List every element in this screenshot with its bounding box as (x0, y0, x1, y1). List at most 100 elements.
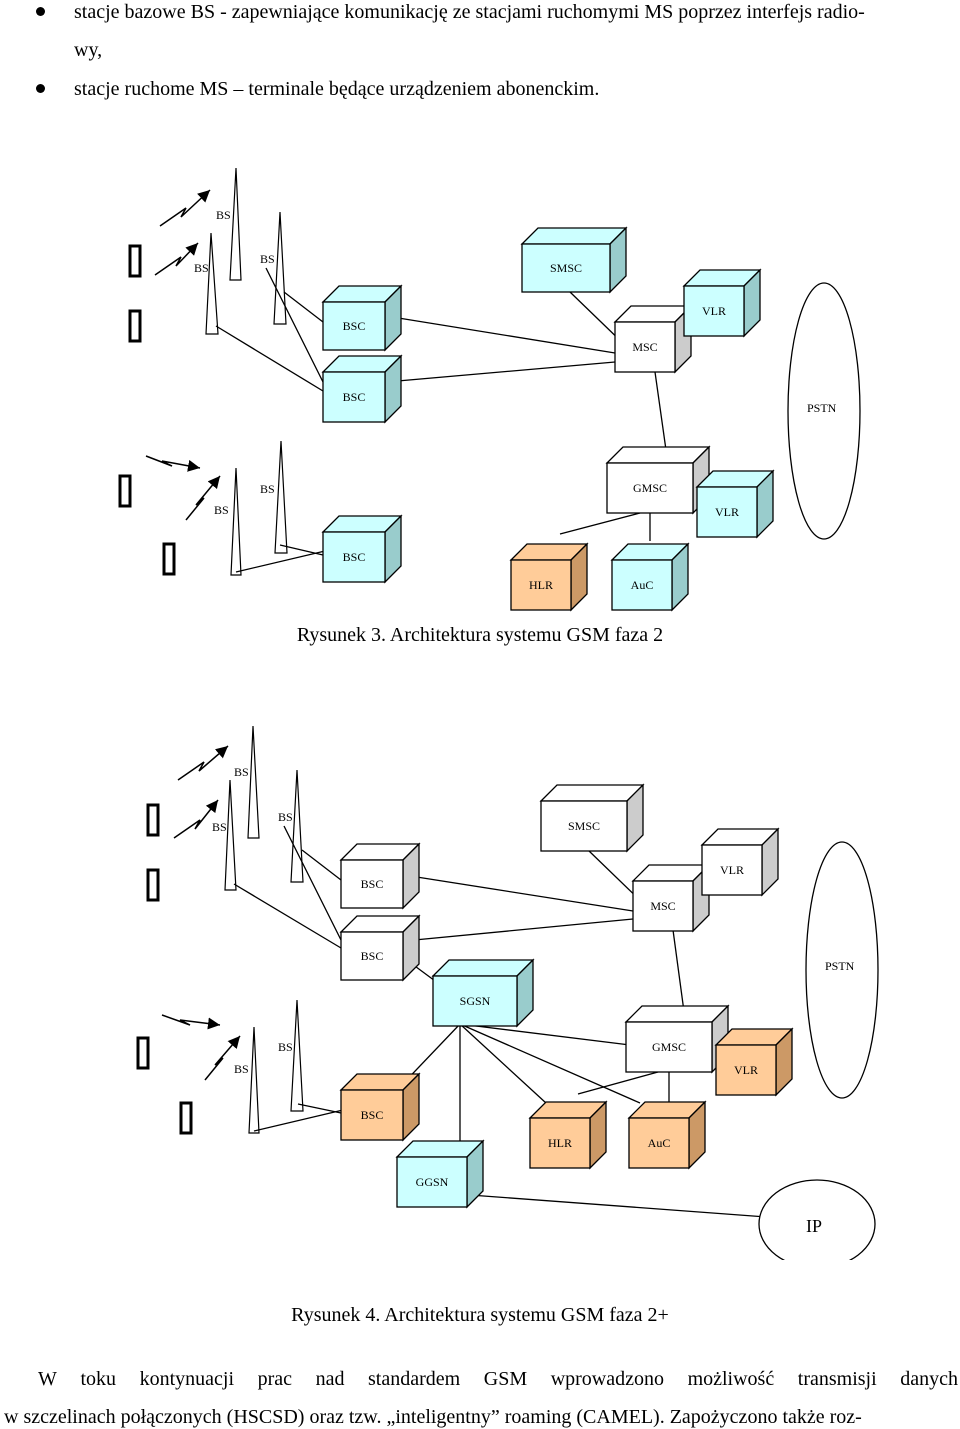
smsc-node: SMSC (539, 783, 645, 853)
body-paragraph: W toku kontynuacji prac nad standardem G… (4, 1367, 958, 1429)
gmsc-node: GMSC (605, 445, 711, 515)
connections (233, 825, 781, 1219)
ip-label: IP (806, 1216, 822, 1236)
msc-front-face (632, 880, 694, 932)
vlr-node: VLR (714, 1027, 794, 1097)
bsc-front-face (340, 859, 404, 909)
vlr-label: VLR (720, 863, 744, 877)
bs-label: BS (260, 482, 275, 496)
base-station-tower (224, 725, 304, 1134)
gmsc-front-face (625, 1021, 713, 1073)
smsc-node: SMSC (520, 226, 628, 294)
smsc-top-face (539, 784, 645, 802)
bs-label: BS (260, 252, 275, 266)
auc-node: AuC (627, 1100, 707, 1170)
vlr-front-face (715, 1044, 777, 1096)
ggsn-front-face (396, 1156, 468, 1208)
gmsc-top-face (624, 1005, 730, 1023)
bs-label: BS (234, 765, 249, 779)
msc-node: MSC (631, 863, 711, 933)
auc-label: AuC (631, 578, 654, 592)
connections (215, 267, 667, 573)
vlr-front-face (696, 486, 758, 538)
word: danych (900, 1368, 958, 1390)
bs-label: BS (194, 261, 209, 275)
smsc-label: SMSC (550, 261, 582, 275)
bullet-dot (36, 84, 45, 93)
auc-front-face (628, 1117, 690, 1169)
word: prac (257, 1368, 292, 1390)
word: toku (80, 1368, 117, 1390)
figure-3-caption: Rysunek 3. Architektura systemu GSM faza… (296, 624, 664, 646)
auc-label: AuC (648, 1136, 671, 1150)
bullet-text-continued: wy, (74, 39, 103, 61)
gmsc-label: GMSC (633, 481, 667, 495)
msc-node: MSC (613, 304, 693, 374)
paragraph-line-2: w szczelinach połączonych (HSCSD) oraz t… (4, 1406, 862, 1428)
sgsn-front-face (432, 975, 518, 1027)
vlr-label: VLR (702, 304, 726, 318)
gsm-phase2plus-diagram: BS BS BS BS BS PSTN IP SMSCBSCMSCVLRBSCS… (136, 725, 879, 1260)
figure-4-caption: Rysunek 4. Architektura systemu GSM faza… (291, 1304, 669, 1326)
pstn-network (787, 282, 861, 540)
gmsc-front-face (606, 462, 694, 514)
bsc-node: BSC (321, 354, 403, 424)
pstn-network (805, 841, 879, 1099)
bsc-label: BSC (361, 1108, 384, 1122)
hlr-front-face (529, 1117, 591, 1169)
bullet-dot (36, 7, 45, 16)
vlr-label: VLR (734, 1063, 758, 1077)
pstn-label: PSTN (807, 401, 837, 415)
bullet-text: stacje bazowe BS - zapewniające komunika… (74, 1, 865, 23)
vlr-front-face (701, 844, 763, 896)
radio-link (145, 189, 221, 521)
vlr-front-face (683, 285, 745, 337)
word: nad (315, 1368, 345, 1390)
bs-label: BS (216, 208, 231, 222)
bsc-node: BSC (339, 914, 421, 982)
msc-label: MSC (632, 340, 657, 354)
word: możliwość (687, 1368, 775, 1390)
hlr-node: HLR (528, 1100, 608, 1170)
smsc-top-face (520, 227, 628, 245)
ggsn-node: GGSN (395, 1139, 485, 1209)
smsc-front-face (540, 800, 628, 852)
word: transmisji (797, 1368, 877, 1390)
paragraph-line-1: W toku kontynuacji prac nad standardem G… (4, 1367, 958, 1391)
bsc-node: BSC (321, 514, 403, 584)
mobile-station (162, 542, 176, 576)
ip-network (758, 1179, 876, 1260)
bsc-label: BSC (343, 550, 366, 564)
mobile-station (146, 803, 160, 837)
bsc-front-face (340, 931, 404, 981)
word: wprowadzono (550, 1368, 664, 1390)
bs-labels: BS BS BS BS BS (212, 765, 293, 1076)
bsc-node: BSC (339, 842, 421, 910)
mobile-station (179, 1101, 193, 1135)
word: standardem (368, 1368, 461, 1390)
word: W (38, 1368, 57, 1390)
hlr-label: HLR (529, 578, 553, 592)
bsc-label: BSC (343, 390, 366, 404)
bsc-node: BSC (321, 284, 403, 352)
vlr-node: VLR (700, 827, 780, 897)
hlr-label: HLR (548, 1136, 572, 1150)
auc-node: AuC (610, 542, 690, 612)
gmsc-node: GMSC (624, 1004, 730, 1074)
bs-label: BS (212, 820, 227, 834)
bsc-label: BSC (343, 319, 366, 333)
gmsc-top-face (605, 446, 711, 464)
sgsn-top-face (431, 959, 535, 977)
gmsc-label: GMSC (652, 1040, 686, 1054)
vlr-node: VLR (682, 268, 762, 338)
bsc-label: BSC (361, 877, 384, 891)
smsc-front-face (521, 243, 611, 293)
smsc-label: SMSC (568, 819, 600, 833)
bsc-node: BSC (339, 1072, 421, 1142)
msc-label: MSC (650, 899, 675, 913)
bullet-text: stacje ruchome MS – terminale będące urz… (74, 78, 600, 100)
gsm-phase2-diagram: BS BS BS BS BS PSTN SMSCBSCMSCVLRBSCGMSC… (118, 167, 861, 612)
vlr-node: VLR (695, 469, 775, 539)
mobile-station (118, 474, 132, 508)
bs-label: BS (278, 810, 293, 824)
